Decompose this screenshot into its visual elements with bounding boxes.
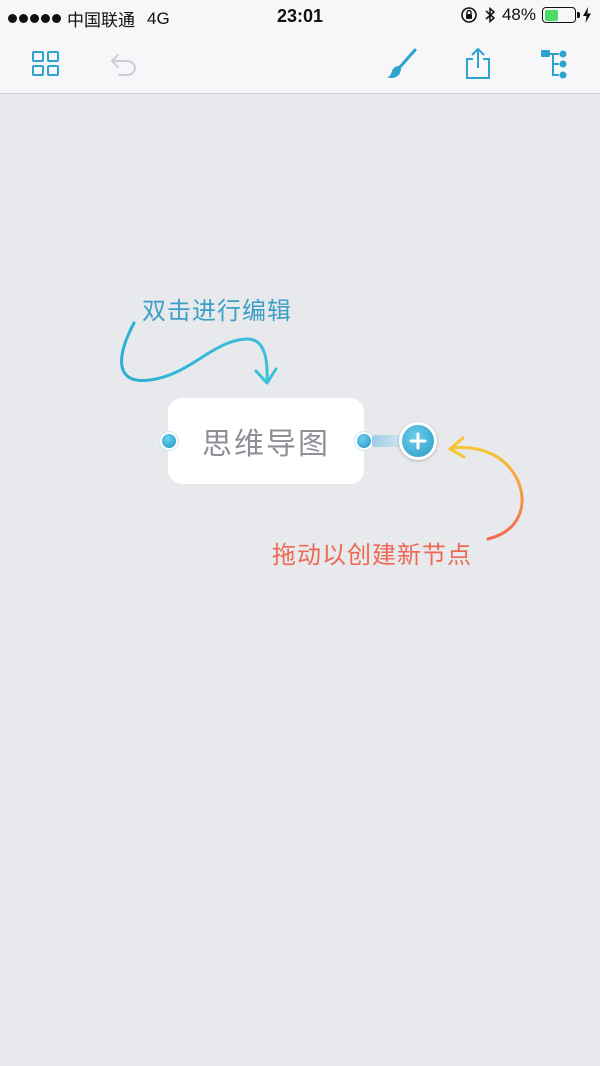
right-connection-handle[interactable] <box>355 432 373 450</box>
battery-icon <box>542 7 580 23</box>
left-connection-handle[interactable] <box>160 432 178 450</box>
status-right: 48% <box>460 5 592 25</box>
status-bar: 中国联通 4G 23:01 48% <box>0 0 600 34</box>
outline-structure-button[interactable] <box>534 44 574 84</box>
root-node[interactable]: 思维导图 <box>168 398 364 484</box>
charging-bolt-icon <box>583 7 591 23</box>
style-brush-button[interactable] <box>382 44 422 84</box>
drag-connector <box>372 435 406 447</box>
edit-hint-text: 双击进行编辑 <box>142 297 292 325</box>
share-button[interactable] <box>458 44 498 84</box>
share-icon <box>466 48 490 79</box>
mindmap-canvas[interactable]: 双击进行编辑 思维导图 拖动以创建新节点 <box>0 95 600 1066</box>
plus-icon <box>409 432 427 450</box>
signal-strength-icon <box>8 14 61 23</box>
edit-hint-arrow <box>120 321 278 385</box>
carrier-name: 中国联通 <box>67 11 135 30</box>
brush-icon <box>387 48 417 78</box>
bluetooth-icon <box>485 6 496 24</box>
status-time: 23:01 <box>276 6 324 26</box>
toolbar <box>0 34 600 94</box>
hint-arrows <box>120 321 524 541</box>
add-node-button[interactable] <box>399 422 437 460</box>
tree-structure-icon <box>541 50 567 79</box>
undo-button[interactable] <box>104 44 144 84</box>
battery-percent: 48% <box>501 5 536 24</box>
status-left: 中国联通 4G <box>8 6 170 31</box>
grid-view-icon <box>32 51 59 76</box>
orientation-lock-icon <box>461 7 477 23</box>
grid-view-button[interactable] <box>26 44 66 84</box>
drag-hint-arrow <box>448 436 524 541</box>
network-type: 4G <box>147 8 170 28</box>
undo-icon <box>111 54 136 76</box>
drag-hint-text: 拖动以创建新节点 <box>272 541 472 569</box>
